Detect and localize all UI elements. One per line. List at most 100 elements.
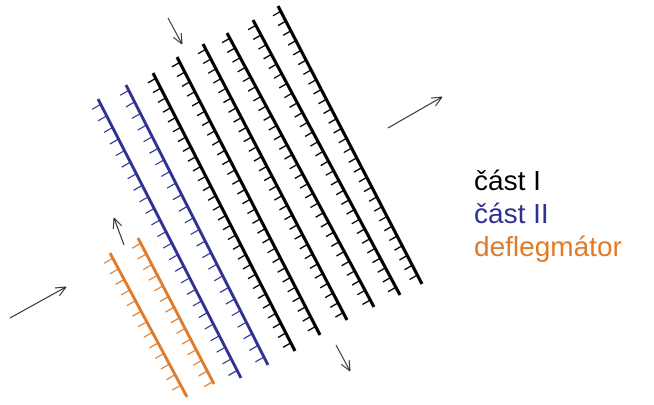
deflegmator-tick-mark: [137, 253, 147, 260]
part-1-tick-mark: [171, 61, 181, 68]
part-1-tick-mark: [346, 209, 355, 215]
deflegmator-tick-mark: [109, 268, 119, 275]
part-1-tick-mark: [361, 238, 371, 244]
part-1-tick-mark: [297, 59, 307, 66]
part-1-tick-mark: [201, 120, 211, 127]
deflegmator-plate-line: [136, 237, 216, 385]
part-2-tick-mark: [204, 323, 214, 330]
flow-arrow-top: [167, 17, 183, 45]
deflegmator-tick-mark: [115, 278, 125, 285]
deflegmator-tick-mark: [176, 327, 186, 334]
part-1-tick-mark: [258, 105, 267, 112]
part-1-tick-mark: [284, 214, 293, 221]
arrowhead-stroke: [112, 217, 115, 230]
part-1-tick-mark: [196, 110, 206, 117]
part-1-tick-mark: [262, 237, 271, 244]
part-1-tick-mark: [325, 231, 335, 238]
part-1-tick-mark: [238, 126, 247, 133]
part-1-tick-mark: [368, 196, 378, 203]
part-1-tick-mark: [181, 81, 191, 88]
deflegmator-tick-mark: [203, 381, 214, 388]
part-1-tick-mark: [258, 44, 267, 50]
part-1-tick-mark: [409, 274, 418, 281]
part-1-tick-mark: [282, 30, 292, 36]
part-1-tick-mark: [216, 149, 226, 156]
part-1-tick-mark: [336, 250, 345, 257]
part-1-tick-mark: [186, 91, 196, 97]
arrowhead-stroke: [435, 96, 443, 107]
part-1-tick-mark: [362, 299, 371, 306]
part-2-tick-mark: [103, 126, 113, 133]
deflegmator-tick-mark: [126, 300, 136, 307]
part-1-tick-mark: [328, 118, 337, 124]
part-1-tick-mark: [197, 48, 207, 55]
deflegmator-group: [103, 237, 216, 398]
part-2-tick-mark: [216, 346, 226, 353]
part-1-tick-mark: [262, 303, 272, 309]
part-2-tick-mark: [168, 254, 179, 261]
part-1-tick-mark: [277, 332, 287, 339]
part-2-tick-mark: [222, 358, 232, 365]
part-1-tick-mark: [207, 195, 217, 202]
part-1-tick-mark: [252, 34, 262, 41]
part-1-tick-mark: [162, 107, 172, 113]
part-2-tick-mark: [180, 277, 190, 284]
part-1-tick-mark: [268, 124, 277, 131]
part-1-tick-mark: [273, 134, 283, 141]
part-1-tick-mark: [294, 111, 303, 118]
part-1-tick-mark: [358, 176, 368, 183]
part-1-tick-mark: [292, 49, 302, 56]
part-2-tick-mark: [190, 228, 200, 236]
part-1-tick-mark: [292, 296, 301, 303]
part-2-tick-mark: [145, 207, 155, 214]
part-1-tick-mark: [233, 116, 242, 123]
part-1-tick-mark: [232, 57, 241, 63]
part-2-tick-mark: [254, 356, 265, 363]
part-2-tick-mark: [219, 286, 229, 293]
part-1-tick-mark: [221, 159, 231, 166]
part-1-tick-mark: [211, 139, 221, 146]
part-2-tick-mark: [243, 333, 253, 340]
part-1-tick-mark: [348, 157, 358, 163]
deflegmator-tick-mark: [187, 349, 197, 356]
part-1-tick-mark: [335, 312, 344, 318]
part-1-tick-mark: [304, 192, 314, 199]
arrowhead-stroke: [340, 363, 351, 372]
part-2-tick-mark: [249, 344, 259, 351]
part-2-tick-mark: [157, 231, 167, 238]
part-1-plate-line: [151, 72, 297, 352]
part-1-tick-mark: [351, 280, 361, 286]
part-1-tick-mark: [247, 24, 257, 31]
part-1-tick-mark: [187, 156, 197, 162]
part-2-tick-mark: [121, 161, 131, 168]
part-1-tick-mark: [248, 146, 258, 152]
part-1-tick-mark: [324, 292, 334, 299]
part-2-tick-mark: [155, 159, 165, 166]
part-1-tick-mark: [289, 163, 298, 170]
part-1-tick-mark: [304, 131, 314, 138]
part-1-tick-mark: [299, 121, 309, 128]
part-1-tick-mark: [329, 302, 339, 308]
part-2-tick-mark: [237, 321, 247, 328]
arrowhead-stroke: [113, 217, 123, 227]
part-1-tick-mark: [330, 179, 340, 186]
part-1-tick-mark: [319, 282, 329, 289]
part-1-tick-mark: [247, 273, 257, 280]
part-1-tick-mark: [277, 267, 286, 273]
deflegmator-plate-line: [108, 252, 189, 398]
part-1-tick-mark: [318, 98, 327, 105]
part-1-tick-mark: [167, 116, 177, 123]
part-1-tick-mark: [206, 130, 216, 136]
part-1-tick-mark: [268, 63, 277, 70]
part-1-tick-mark: [289, 224, 298, 230]
part-2-tick-mark: [160, 170, 171, 178]
part-1-tick-mark: [299, 183, 309, 189]
arrowhead-stroke: [54, 286, 67, 289]
part-1-tick-mark: [388, 235, 398, 242]
part-1-tick-mark: [338, 137, 347, 144]
part-1-tick-mark: [282, 276, 291, 283]
part-1-tick-mark: [278, 82, 288, 89]
part-2-tick-mark: [143, 136, 153, 143]
part-1-tick-mark: [217, 214, 227, 221]
flow-arrows: [9, 17, 443, 372]
